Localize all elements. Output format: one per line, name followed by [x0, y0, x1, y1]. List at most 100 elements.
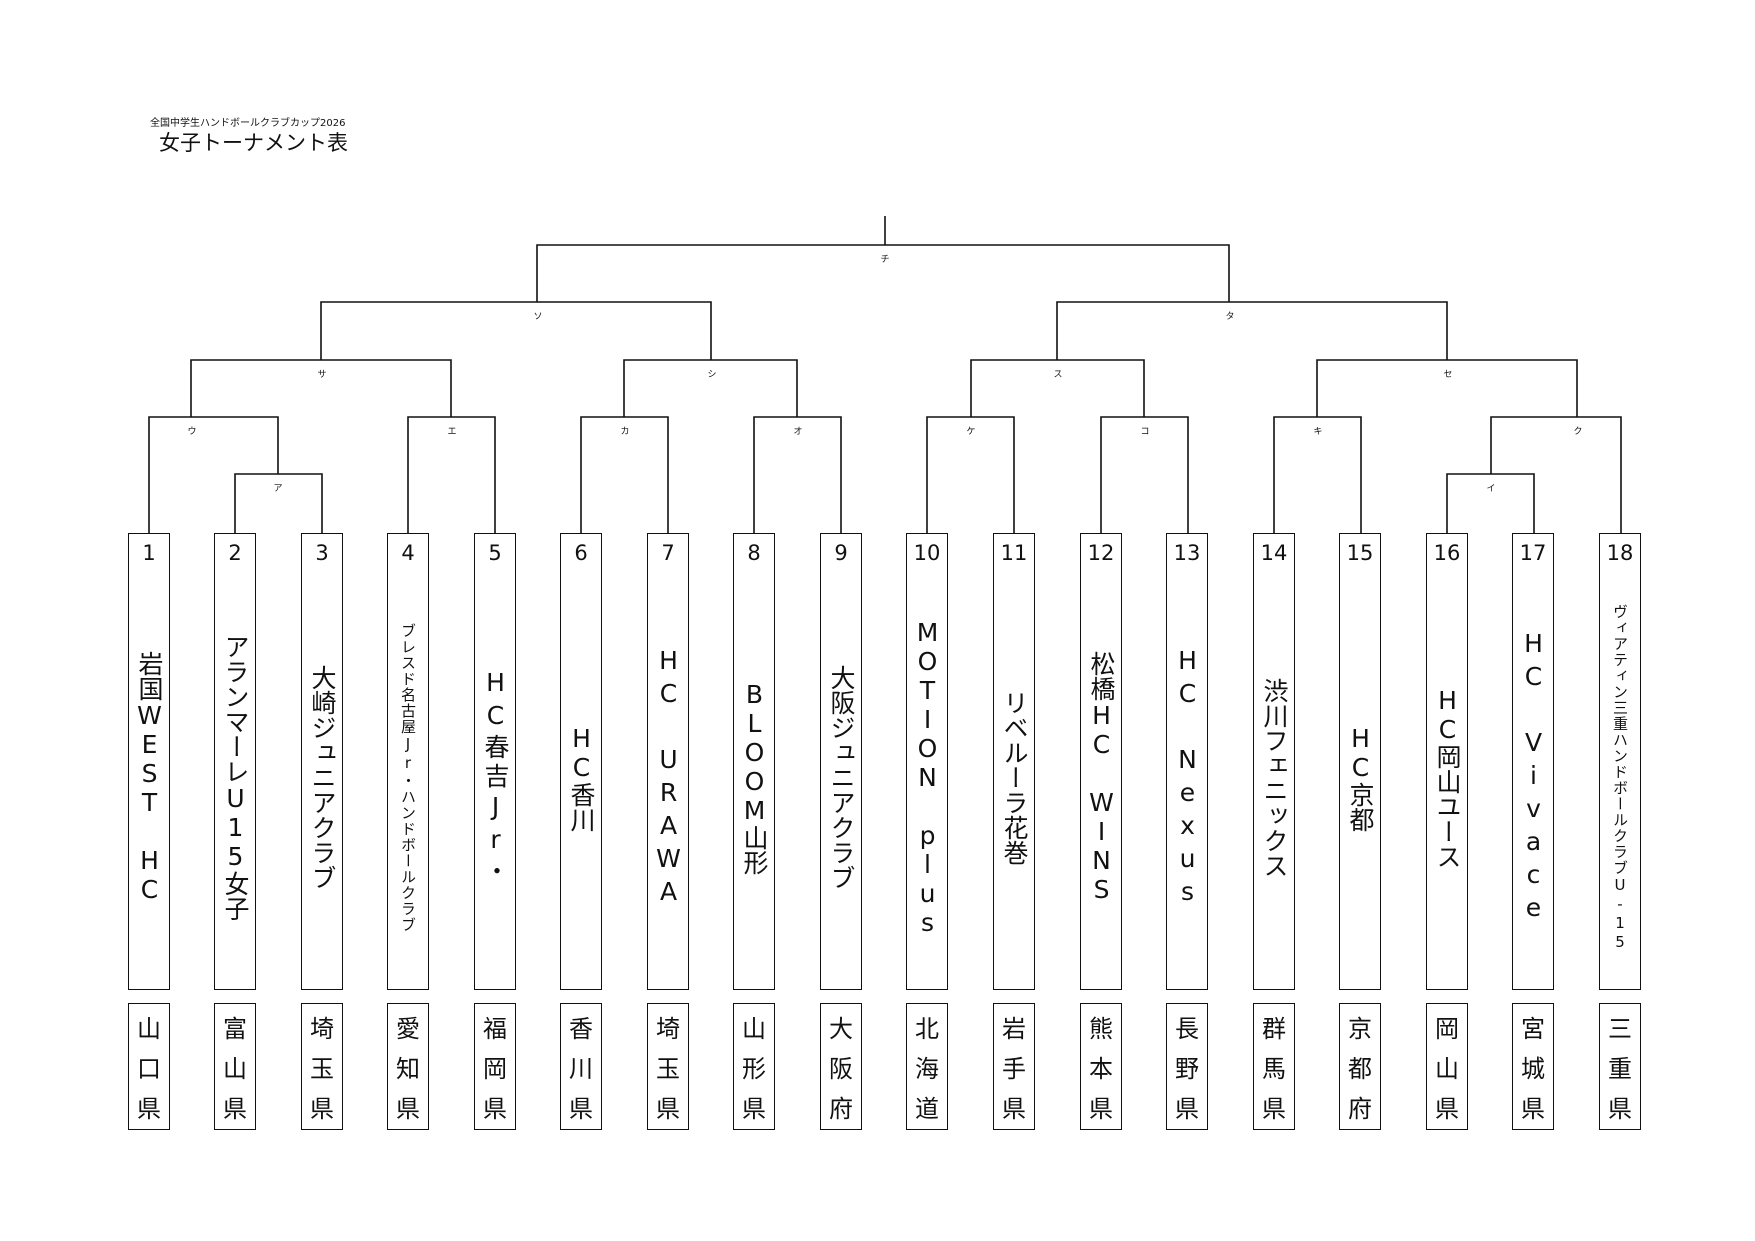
team-name: HC Nexus: [1173, 645, 1202, 910]
match-label-ka: カ: [620, 426, 629, 437]
prefecture-char: 県: [137, 1095, 161, 1123]
team-name: アランマーレU15女子: [221, 634, 250, 921]
prefecture-box-17: 宮 城 県: [1512, 1003, 1554, 1130]
prefecture-box-6: 香 川 県: [560, 1003, 602, 1130]
match-line-i: [1446, 473, 1535, 533]
prefecture-char: 山: [223, 1055, 247, 1083]
match-label-ki: キ: [1313, 427, 1322, 437]
prefecture-char: 県: [483, 1095, 507, 1123]
team-number: 3: [315, 541, 329, 565]
prefecture-char: 埼: [656, 1015, 680, 1043]
header: 全国中学生ハンドボールクラブカップ2026 女子トーナメント表: [150, 118, 348, 156]
prefecture-char: 玉: [656, 1055, 680, 1083]
match-label-chi: チ: [880, 254, 889, 265]
prefecture-char: 口: [137, 1055, 161, 1083]
prefecture-char: 岩: [1002, 1015, 1026, 1043]
prefecture-char: 宮: [1521, 1015, 1545, 1043]
prefecture-char: 香: [569, 1015, 593, 1043]
team-box-8: 8 BLOOM山形: [733, 533, 775, 990]
prefecture-char: 阪: [829, 1055, 853, 1083]
team-number: 18: [1606, 541, 1634, 565]
prefecture-char: 県: [1435, 1095, 1459, 1123]
prefecture-char: 城: [1521, 1055, 1545, 1083]
prefecture-char: 熊: [1089, 1015, 1113, 1043]
team-number: 10: [913, 541, 941, 565]
team-number: 17: [1519, 541, 1547, 565]
prefecture-char: 府: [1348, 1095, 1372, 1123]
team-box-14: 14 渋川フェニックス: [1253, 533, 1295, 990]
match-label-so: ソ: [533, 312, 542, 322]
prefecture-box-13: 長 野 県: [1166, 1003, 1208, 1130]
team-number: 12: [1087, 541, 1115, 565]
team-number: 5: [488, 541, 502, 565]
team-number: 15: [1346, 541, 1374, 565]
match-line-u: [148, 416, 279, 533]
match-label-a: ア: [273, 484, 282, 494]
match-label-i: イ: [1486, 484, 1495, 494]
team-number: 16: [1433, 541, 1461, 565]
team-number: 9: [834, 541, 848, 565]
prefecture-char: 玉: [310, 1055, 334, 1083]
prefecture-char: 都: [1348, 1055, 1372, 1083]
prefecture-box-9: 大 阪 府: [820, 1003, 862, 1130]
prefecture-box-11: 岩 手 県: [993, 1003, 1035, 1130]
team-name: リベルーラ花巻: [1000, 690, 1029, 865]
prefecture-char: 重: [1608, 1055, 1632, 1083]
prefecture-box-3: 埼 玉 県: [301, 1003, 343, 1130]
match-label-ta: タ: [1225, 311, 1234, 322]
team-box-5: 5 HC春吉Jr・: [474, 533, 516, 990]
prefecture-box-12: 熊 本 県: [1080, 1003, 1122, 1130]
match-label-su: ス: [1053, 370, 1062, 380]
team-box-11: 11 リベルーラ花巻: [993, 533, 1035, 990]
team-name: ブレスド名古屋Jr・ハンドボールクラブ: [399, 622, 417, 933]
match-label-o: オ: [793, 426, 802, 437]
prefecture-char: 道: [915, 1095, 939, 1123]
prefecture-char: 県: [1521, 1095, 1545, 1123]
team-number: 11: [1000, 541, 1028, 565]
prefecture-char: 本: [1089, 1055, 1113, 1083]
team-number: 2: [228, 541, 242, 565]
prefecture-char: 手: [1002, 1055, 1026, 1083]
tournament-title: 女子トーナメント表: [159, 131, 348, 155]
match-line-sa: [190, 359, 452, 417]
match-label-e: エ: [447, 427, 456, 437]
prefecture-char: 群: [1262, 1015, 1286, 1043]
prefecture-char: 富: [223, 1015, 247, 1043]
prefecture-char: 県: [396, 1095, 420, 1123]
prefecture-char: 県: [1089, 1095, 1113, 1123]
team-box-7: 7 HC URAWA: [647, 533, 689, 990]
prefecture-char: 三: [1608, 1015, 1632, 1043]
prefecture-char: 県: [310, 1095, 334, 1123]
prefecture-char: 山: [137, 1015, 161, 1043]
match-line-ku: [1490, 416, 1622, 533]
prefecture-char: 埼: [310, 1015, 334, 1043]
team-name: BLOOM山形: [740, 680, 769, 875]
team-number: 8: [747, 541, 761, 565]
prefecture-box-4: 愛 知 県: [387, 1003, 429, 1130]
team-box-18: 18 ヴィアティン三重ハンドボールクラブU-15: [1599, 533, 1641, 990]
match-line-se: [1316, 359, 1578, 417]
match-line-a: [234, 473, 323, 533]
prefecture-char: 県: [742, 1095, 766, 1123]
team-box-6: 6 HC香川: [560, 533, 602, 990]
team-name: HC Vivace: [1519, 629, 1548, 926]
prefecture-box-10: 北 海 道: [906, 1003, 948, 1130]
team-number: 14: [1260, 541, 1288, 565]
match-line-su: [970, 359, 1145, 417]
team-name: ヴィアティン三重ハンドボールクラブU-15: [1611, 603, 1629, 952]
prefecture-char: 岡: [1435, 1015, 1459, 1043]
prefecture-box-7: 埼 玉 県: [647, 1003, 689, 1130]
team-number: 4: [401, 541, 415, 565]
team-box-3: 3 大崎ジュニアクラブ: [301, 533, 343, 990]
prefecture-box-15: 京 都 府: [1339, 1003, 1381, 1130]
team-number: 7: [661, 541, 675, 565]
match-label-ke: ケ: [966, 426, 975, 437]
team-box-2: 2 アランマーレU15女子: [214, 533, 256, 990]
prefecture-char: 馬: [1262, 1055, 1286, 1083]
team-name: HC香川: [567, 723, 596, 832]
team-box-13: 13 HC Nexus: [1166, 533, 1208, 990]
prefecture-char: 海: [915, 1055, 939, 1083]
prefecture-box-2: 富 山 県: [214, 1003, 256, 1130]
prefecture-char: 京: [1348, 1015, 1372, 1043]
